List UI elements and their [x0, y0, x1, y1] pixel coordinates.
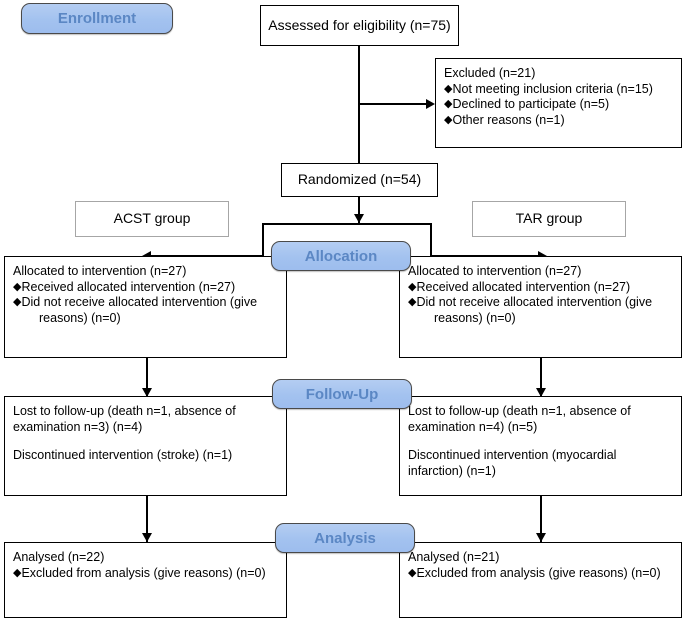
- bullet-icon: ◆: [408, 296, 417, 308]
- node-excluded-heading: Excluded (n=21): [444, 66, 536, 80]
- node-followup-left-line-2: examination n=3) (n=4): [13, 419, 143, 434]
- node-analysed-left-heading: Analysed (n=22): [13, 550, 105, 564]
- node-followup-left-line-3: Discontinued intervention (stroke) (n=1): [13, 448, 233, 462]
- node-allocated-left-item-0: ◆Received allocated intervention (n=27): [13, 279, 236, 294]
- splitter-horizontal: [262, 223, 432, 225]
- stage-badge-analysis: Analysis: [275, 523, 415, 553]
- node-assessed-text: Assessed for eligibility (n=75): [268, 16, 451, 33]
- bullet-icon: ◆: [13, 566, 22, 579]
- node-randomized-text: Randomized (n=54): [297, 171, 422, 188]
- arrow-left-followup-to-analysis: [142, 533, 152, 542]
- connector-right-allocated-to-followup: [540, 358, 542, 397]
- connector-assessed-to-excluded: [358, 103, 428, 105]
- connector-right-followup-to-analysis: [540, 496, 542, 542]
- bullet-icon: ◆: [408, 566, 417, 579]
- node-followup-left: Lost to follow-up (death n=1, absence of…: [4, 396, 287, 496]
- bullet-icon: ◆: [444, 82, 453, 95]
- node-excluded-item-0: ◆Not meeting inclusion criteria (n=15): [444, 81, 653, 96]
- bullet-icon: ◆: [444, 98, 453, 110]
- stage-badge-followup-label: Follow-Up: [305, 385, 379, 403]
- node-followup-right-line-2: examination n=4) (n=5): [408, 419, 538, 434]
- followup-right-spacer: [408, 435, 673, 448]
- bullet-icon: ◆: [444, 113, 453, 126]
- arrow-to-excluded: [426, 99, 435, 109]
- connector-left-allocated-to-followup: [146, 358, 148, 397]
- bullet-icon: ◆: [408, 280, 417, 293]
- node-group-left-label: ACST group: [113, 210, 191, 227]
- node-group-right-tar: TAR group: [472, 201, 626, 237]
- bullet-icon: ◆: [13, 280, 22, 293]
- node-allocated-right-heading: Allocated to intervention (n=27): [408, 264, 582, 278]
- arrow-left-allocated-to-followup: [142, 388, 152, 397]
- node-allocated-right-item-0: ◆Received allocated intervention (n=27): [408, 279, 631, 294]
- stage-badge-analysis-label: Analysis: [314, 529, 376, 547]
- followup-left-spacer: [13, 435, 278, 448]
- stage-badge-allocation: Allocation: [271, 241, 411, 271]
- splitter-right-drop: [430, 223, 432, 257]
- arrow-right-followup-to-analysis: [536, 533, 546, 542]
- node-allocated-right-item-1-cont: reasons) (n=0): [434, 310, 516, 325]
- node-followup-right-line-3: Discontinued intervention (myocardial: [408, 448, 617, 462]
- node-analysed-right: Analysed (n=21) ◆Excluded from analysis …: [399, 542, 682, 618]
- node-allocated-left: Allocated to intervention (n=27) ◆Receiv…: [4, 256, 287, 358]
- node-randomized: Randomized (n=54): [281, 163, 438, 197]
- node-followup-right-line-1: Lost to follow-up (death n=1, absence of: [408, 404, 631, 418]
- node-followup-right: Lost to follow-up (death n=1, absence of…: [399, 396, 682, 496]
- connector-left-followup-to-analysis: [146, 496, 148, 542]
- stage-badge-followup: Follow-Up: [272, 379, 412, 409]
- stage-badge-enrollment-label: Enrollment: [57, 10, 137, 27]
- arrow-randomized-to-splitter: [354, 214, 364, 223]
- node-allocated-left-item-1-cont: reasons) (n=0): [39, 310, 121, 325]
- node-group-right-label: TAR group: [515, 210, 583, 227]
- node-followup-right-line-4: infarction) (n=1): [408, 463, 496, 478]
- stage-badge-enrollment: Enrollment: [21, 3, 173, 34]
- node-excluded-item-2: ◆Other reasons (n=1): [444, 112, 565, 127]
- node-analysed-right-heading: Analysed (n=21): [408, 550, 500, 564]
- splitter-left-drop: [262, 223, 264, 257]
- node-group-left-acst: ACST group: [75, 201, 229, 237]
- stage-badge-allocation-label: Allocation: [304, 247, 378, 265]
- node-allocated-left-item-1: ◆Did not receive allocated intervention …: [13, 295, 258, 309]
- arrow-right-allocated-to-followup: [536, 388, 546, 397]
- node-allocated-right: Allocated to intervention (n=27) ◆Receiv…: [399, 256, 682, 358]
- node-allocated-left-heading: Allocated to intervention (n=27): [13, 264, 187, 278]
- node-assessed-for-eligibility: Assessed for eligibility (n=75): [260, 5, 459, 46]
- node-excluded-item-1: ◆Declined to participate (n=5): [444, 97, 610, 111]
- node-followup-left-line-1: Lost to follow-up (death n=1, absence of: [13, 404, 236, 418]
- connector-randomized-down: [358, 197, 360, 223]
- node-analysed-right-item-0: ◆Excluded from analysis (give reasons) (…: [408, 565, 661, 580]
- node-analysed-left: Analysed (n=22) ◆Excluded from analysis …: [4, 542, 287, 618]
- node-analysed-left-item-0: ◆Excluded from analysis (give reasons) (…: [13, 565, 266, 580]
- node-excluded: Excluded (n=21) ◆Not meeting inclusion c…: [435, 58, 682, 148]
- node-allocated-right-item-1: ◆Did not receive allocated intervention …: [408, 295, 653, 309]
- bullet-icon: ◆: [13, 296, 22, 308]
